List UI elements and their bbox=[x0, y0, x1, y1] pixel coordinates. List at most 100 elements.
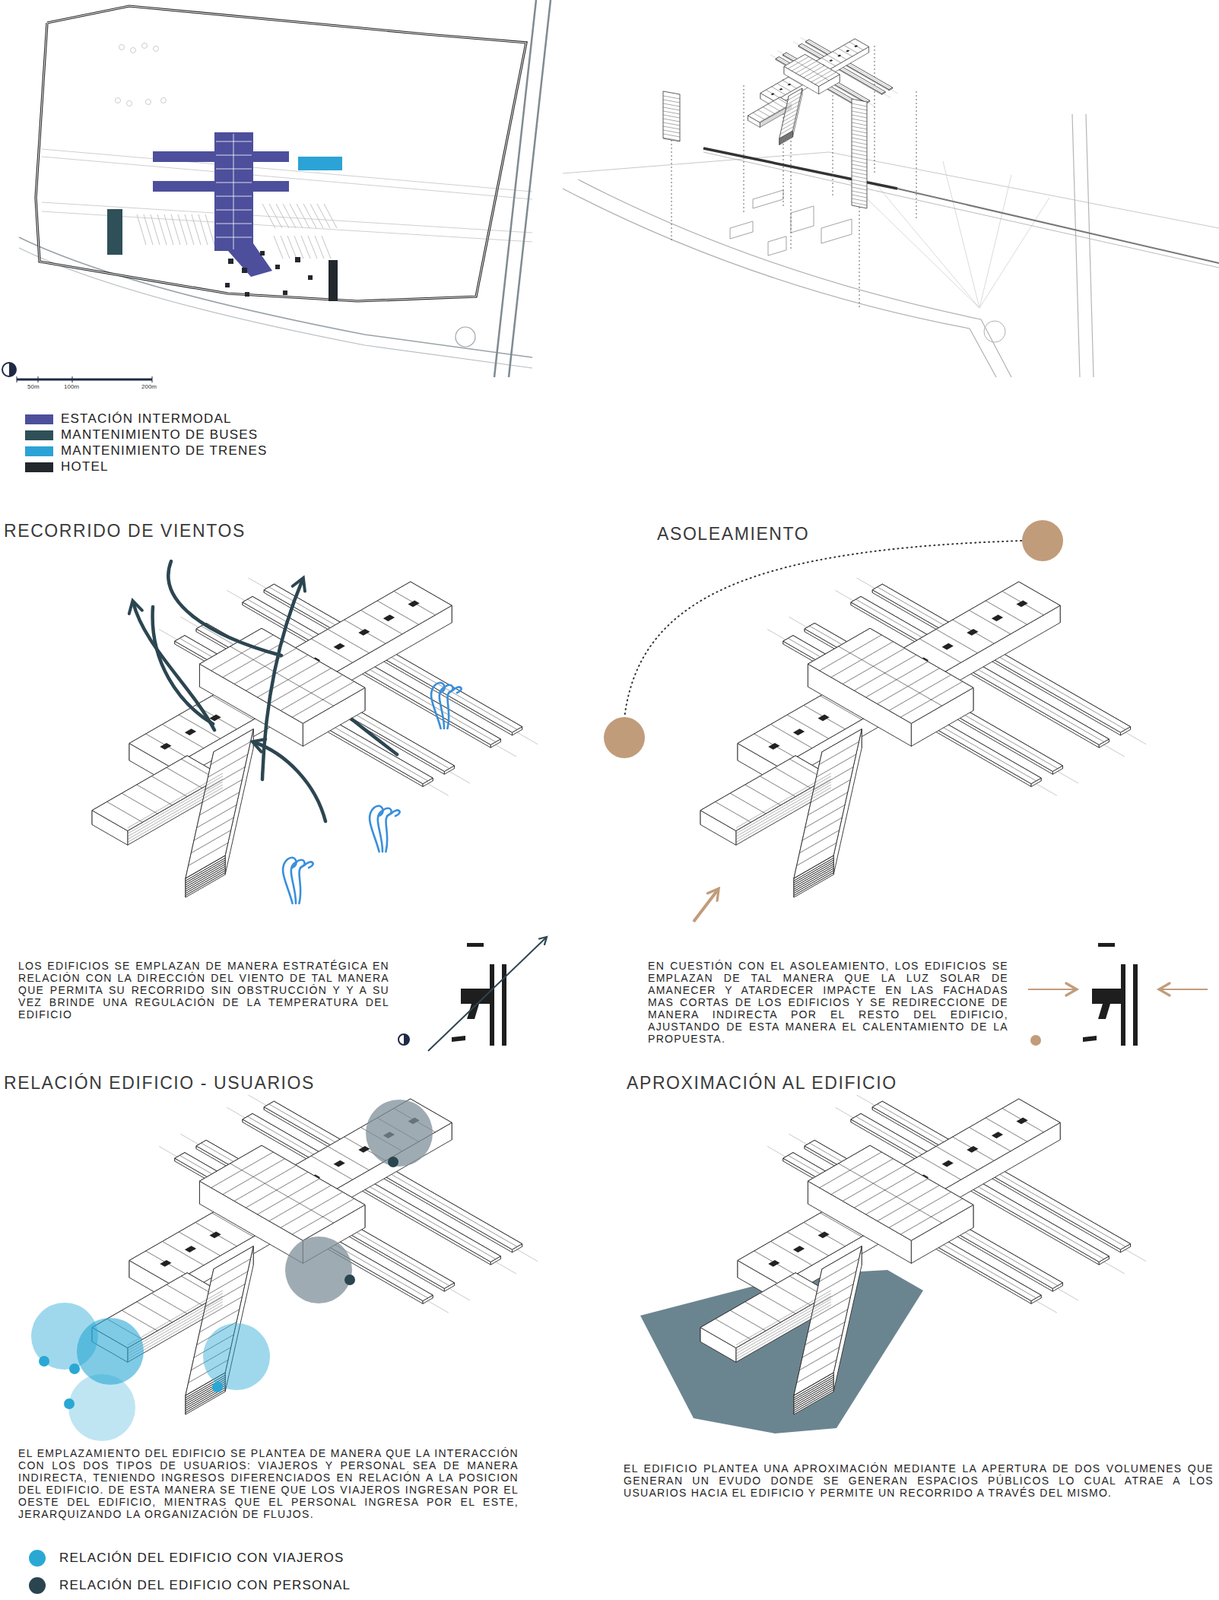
roof-line bbox=[393, 591, 435, 616]
rail-line bbox=[703, 152, 1219, 268]
wind-line bbox=[152, 606, 213, 724]
scale-tick bbox=[152, 376, 153, 383]
ground-footprint bbox=[790, 206, 814, 233]
skylight bbox=[778, 88, 783, 91]
roof-line bbox=[853, 654, 917, 691]
tower-floor bbox=[851, 145, 867, 149]
tower-floor bbox=[851, 156, 867, 160]
floor-line bbox=[736, 776, 832, 832]
roof-line bbox=[269, 668, 332, 705]
south-wing-roof bbox=[185, 729, 254, 879]
roof-line bbox=[780, 122, 795, 131]
skylight bbox=[991, 614, 1004, 622]
station-grid bbox=[215, 209, 252, 211]
floor-line bbox=[736, 773, 832, 829]
roundabout bbox=[455, 326, 476, 347]
legend-swatch bbox=[25, 414, 54, 425]
roof-line bbox=[205, 1284, 245, 1308]
rail-line bbox=[703, 148, 898, 189]
traveler-entry bbox=[69, 1363, 80, 1375]
tower-floor bbox=[851, 107, 867, 111]
roof-line bbox=[199, 792, 239, 816]
roof-line bbox=[952, 619, 994, 644]
roof-line bbox=[107, 801, 143, 823]
roof-line bbox=[805, 805, 845, 829]
roof-line bbox=[136, 784, 173, 806]
bus-bay bbox=[307, 235, 318, 259]
concourse-roof bbox=[737, 581, 1061, 768]
tower-floor bbox=[663, 122, 680, 126]
roof-line bbox=[842, 1165, 905, 1202]
tower-floor bbox=[851, 198, 867, 202]
tower-floor bbox=[851, 137, 867, 141]
skylight bbox=[383, 614, 395, 622]
roof-line bbox=[819, 1152, 883, 1188]
scale-label: 100m bbox=[63, 383, 80, 391]
tower bbox=[663, 91, 680, 142]
projection-line bbox=[671, 139, 673, 242]
skylight bbox=[793, 1245, 805, 1253]
legend-text: MANTENIMIENTO DE BUSES bbox=[60, 427, 258, 443]
station-grid bbox=[233, 133, 235, 250]
roof-line bbox=[853, 1171, 917, 1208]
skylight bbox=[828, 59, 833, 62]
projection-line bbox=[790, 121, 792, 251]
roof-line bbox=[794, 60, 830, 81]
roof-line bbox=[793, 855, 834, 879]
rail-line bbox=[897, 188, 1219, 264]
roof-line bbox=[805, 1322, 845, 1346]
roof-line bbox=[269, 1185, 332, 1222]
roof-line bbox=[819, 1258, 859, 1282]
roof-line bbox=[784, 104, 799, 113]
roof-line bbox=[844, 44, 858, 54]
station-main bbox=[214, 132, 273, 277]
roof-line bbox=[827, 54, 842, 64]
roof-line bbox=[745, 784, 781, 806]
tree bbox=[119, 44, 125, 51]
roof-line bbox=[759, 1293, 796, 1315]
roof-line bbox=[196, 805, 237, 829]
north-symbol bbox=[2, 362, 16, 377]
roof-line bbox=[754, 733, 796, 758]
floor-line bbox=[127, 776, 223, 832]
roof-line bbox=[208, 1271, 248, 1295]
skylight bbox=[333, 1160, 346, 1168]
roof-line bbox=[1002, 591, 1044, 616]
roof-line bbox=[230, 1163, 334, 1223]
staff-zone bbox=[365, 1099, 433, 1167]
sun bbox=[1022, 520, 1064, 562]
bus-bay bbox=[296, 203, 310, 229]
roof-line bbox=[888, 1192, 952, 1229]
sun-panel bbox=[603, 520, 1208, 1046]
roof-line bbox=[793, 1372, 834, 1396]
skylight bbox=[333, 643, 346, 651]
floor-line bbox=[736, 1298, 832, 1354]
tower-floor bbox=[663, 130, 680, 134]
staff-zone bbox=[285, 1236, 353, 1304]
skylight bbox=[817, 1231, 829, 1239]
floor-line bbox=[736, 1304, 832, 1360]
bus-bay bbox=[157, 214, 167, 245]
skylight bbox=[1015, 599, 1028, 607]
roof-line bbox=[151, 1293, 188, 1315]
skylight bbox=[966, 628, 978, 636]
roof-line bbox=[190, 830, 231, 854]
ground-footprint bbox=[730, 221, 753, 239]
hotel-block bbox=[307, 275, 313, 280]
roof-line bbox=[759, 776, 796, 797]
mini-plan bbox=[466, 942, 484, 947]
roof-line bbox=[816, 754, 857, 778]
floor-line bbox=[736, 1293, 832, 1349]
skylight bbox=[837, 54, 842, 58]
scale-label: 200m bbox=[141, 383, 157, 391]
site-boundary bbox=[35, 6, 527, 302]
tower-floor bbox=[663, 107, 680, 111]
skylight bbox=[159, 1260, 172, 1267]
projection-line bbox=[859, 206, 861, 308]
floor-line bbox=[736, 778, 832, 834]
tower-floor bbox=[851, 179, 867, 183]
sun-path bbox=[624, 540, 1023, 719]
roof-line bbox=[715, 1318, 752, 1340]
bus-bay bbox=[177, 214, 188, 245]
projection-line bbox=[743, 85, 745, 215]
